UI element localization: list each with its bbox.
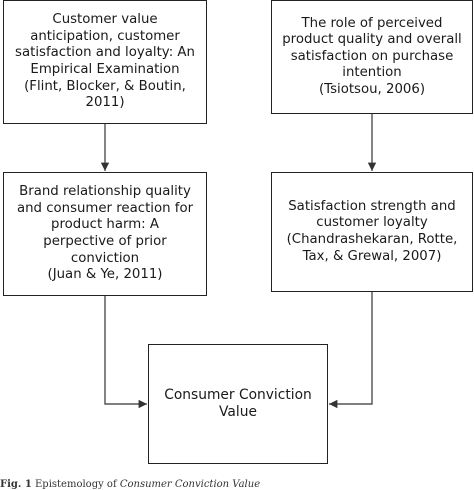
node-text-line: The role of perceived (301, 15, 443, 31)
arrow-b3-to-b5 (104, 296, 147, 409)
node-text-line: anticipation, customer (30, 28, 180, 44)
node-text-line: Customer value (52, 12, 158, 28)
figure-label: Fig. 1 (0, 479, 32, 490)
figure-caption: Fig. 1 Epistemology of Consumer Convicti… (0, 479, 260, 490)
node-text-line: Consumer Conviction (164, 387, 312, 404)
node-text-line: 2011) (85, 95, 125, 111)
node-text-line: Tax, & Grewal, 2007) (302, 248, 442, 264)
arrow-b4-to-b5 (329, 292, 373, 409)
node-text-line: product quality and overall (282, 32, 462, 48)
node-text-line: (Chandrashekaran, Rotte, (286, 232, 458, 247)
node-text-line: satisfaction on purchase (290, 48, 454, 64)
node-text-line: Satisfaction strength and (288, 198, 456, 214)
node-text-line: (Juan & Ye, 2011) (47, 267, 163, 283)
node-text-line: satisfaction and loyalty: An (15, 45, 195, 61)
node-text-line: customer loyalty (316, 215, 428, 231)
node-text-line: and consumer reaction for (16, 200, 194, 216)
caption-prefix: Epistemology of (35, 479, 117, 490)
node-text-line: Empirical Examination (30, 62, 180, 77)
node-text-line: (Tsiotsou, 2006) (318, 81, 426, 97)
node-text-line: conviction (70, 250, 140, 266)
node-text-line: intention (342, 65, 402, 81)
caption-title: Consumer Conviction Value (119, 479, 261, 490)
node-text-line: perpective of prior (43, 234, 167, 249)
node-text-line: (Flint, Blocker, & Boutin, (24, 78, 186, 94)
node-text-line: Value (219, 404, 257, 420)
node-text-line: product harm: A (51, 217, 159, 233)
node-text-line: Brand relationship quality (19, 184, 191, 200)
